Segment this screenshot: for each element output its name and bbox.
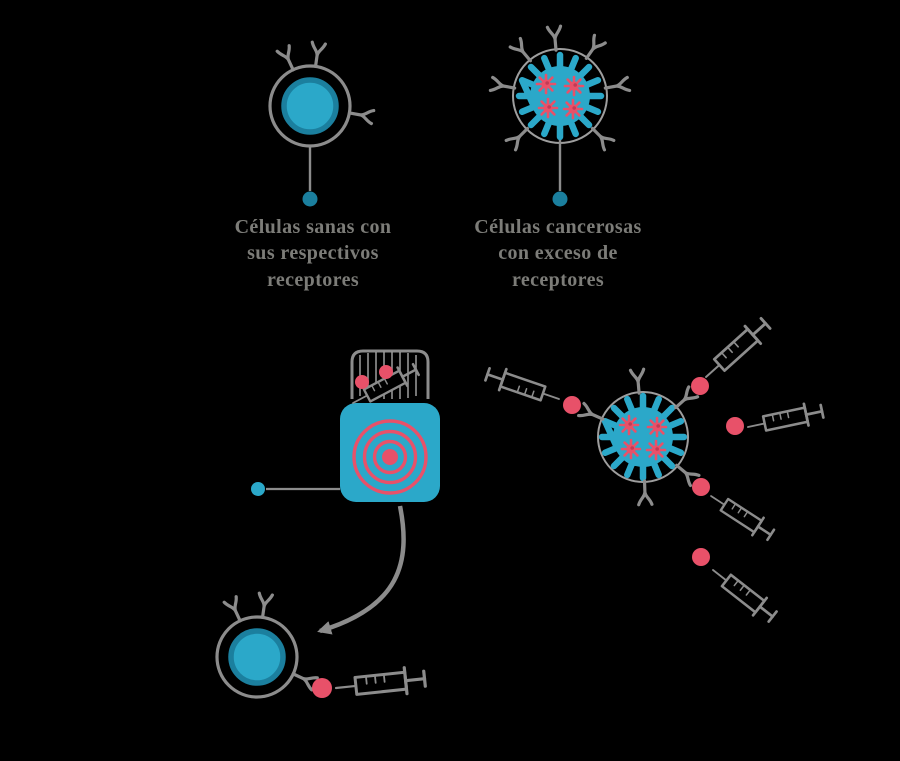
syringe-icon bbox=[704, 485, 778, 545]
healthy-cell-icon bbox=[270, 42, 350, 146]
marker-dot bbox=[251, 482, 265, 496]
receptor-icon bbox=[508, 36, 538, 67]
receptor-icon bbox=[586, 122, 616, 152]
cancer-cell-icon bbox=[519, 55, 601, 137]
caption-line: con exceso de bbox=[498, 242, 618, 265]
syringe-icon bbox=[696, 313, 775, 388]
drug-dot bbox=[312, 678, 332, 698]
caption-line: sus respectivos bbox=[247, 242, 379, 265]
marker-dot bbox=[302, 191, 318, 207]
receptor-icon bbox=[488, 75, 518, 97]
caption-line: Células sanas con bbox=[234, 216, 392, 238]
syringe-icon bbox=[704, 559, 781, 627]
drug-dot bbox=[726, 417, 744, 435]
marker-dot bbox=[552, 191, 568, 207]
cancer-cell-icon bbox=[577, 367, 701, 507]
syringe-icon bbox=[744, 399, 826, 440]
caption-cancer-cells: Células cancerosas con exceso de recepto… bbox=[433, 214, 683, 293]
drug-dot bbox=[692, 478, 710, 496]
receptor-icon bbox=[579, 33, 607, 64]
drug-dot bbox=[355, 375, 369, 389]
vial-cap-outline bbox=[350, 349, 430, 399]
targeted-cancer-cell-figure bbox=[482, 313, 826, 627]
receptor-icon bbox=[504, 122, 534, 152]
caption-line: Células cancerosas bbox=[474, 216, 642, 238]
drug-dot bbox=[691, 377, 709, 395]
receptor-icon bbox=[545, 24, 565, 53]
receptor-icon bbox=[636, 479, 654, 507]
healthy-cell-icon bbox=[217, 593, 297, 697]
receptor-icon bbox=[602, 75, 632, 97]
healthy-cell-figure bbox=[270, 42, 376, 207]
syringe-icon bbox=[482, 362, 564, 411]
drug-vial-figure bbox=[251, 349, 440, 502]
syringe-icon bbox=[333, 664, 428, 703]
receptor-icon bbox=[628, 367, 648, 396]
caption-line: receptores bbox=[266, 268, 360, 291]
healthy-cell-bound-figure bbox=[217, 593, 428, 703]
drug-dot bbox=[563, 396, 581, 414]
target-icon bbox=[352, 419, 428, 495]
receptor-icon bbox=[346, 104, 376, 126]
drug-dot bbox=[379, 365, 393, 379]
cancer-cell-figure bbox=[488, 24, 632, 207]
caption-healthy-cells: Células sanas con sus respectivos recept… bbox=[188, 214, 438, 293]
arrow-vial-to-cell bbox=[317, 505, 406, 635]
caption-line: receptores bbox=[511, 268, 605, 291]
drug-dot bbox=[692, 548, 710, 566]
